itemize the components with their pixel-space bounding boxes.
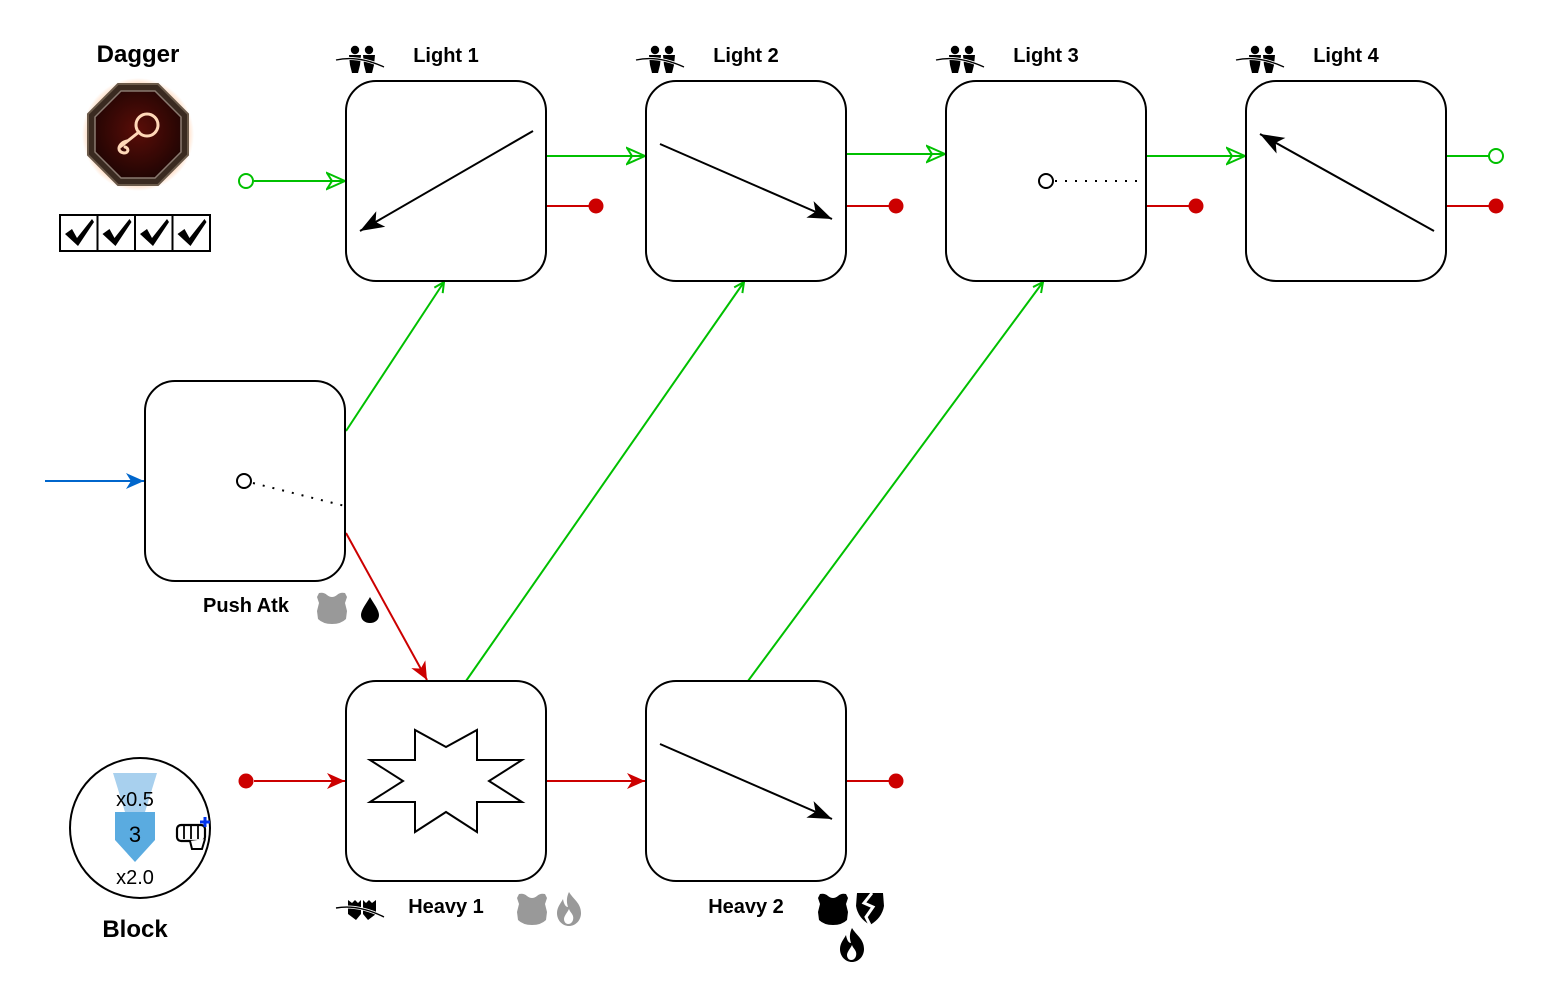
connectors [45,149,1504,789]
red-port [1188,198,1204,214]
block-value: 3 [129,822,141,847]
node-label-push-atk: Push Atk [203,595,290,617]
shield-icon [115,812,155,862]
heavy-start-port [238,773,254,789]
armor-gray-icon [317,592,347,624]
block-label: Block [102,916,168,943]
block-panel: x0.5 3 x2.0 Block [69,757,211,943]
arrow-down-right-icon [659,743,833,820]
light-chain-end-port [1488,148,1504,164]
node-light-3[interactable] [945,80,1147,282]
check-icon [65,219,94,246]
weapon-title: Dagger [97,41,180,68]
node-label-light-3: Light 3 [1013,45,1079,67]
light-attack-icon [1234,44,1286,75]
arrow-down-right-icon [659,143,833,220]
node-label-light-4: Light 4 [1313,45,1379,67]
armor-break-icon [856,892,884,926]
starburst-icon [366,728,526,834]
red-port [888,198,904,214]
bleed-icon [361,597,379,623]
red-port [588,198,604,214]
node-label-light-1: Light 1 [413,45,479,67]
node-light-4[interactable] [1245,80,1447,282]
thrust-dot-icon [1038,173,1054,189]
check-icon [102,219,132,246]
thrust-dot-icon [236,473,252,489]
red-port [1488,198,1504,214]
push-to-light1-edge [345,282,444,432]
dagger-rune-icon [82,78,194,191]
arrow-up-left-icon [1259,133,1435,232]
node-label-heavy-1: Heavy 1 [408,896,484,918]
heavy-attack-icon [334,898,386,922]
node-light-1[interactable] [345,80,547,282]
heavy2-to-light3-edge [747,282,1043,682]
arrow-down-left-icon [359,130,534,232]
light-attack-icon [634,44,686,75]
check-icon [177,219,207,246]
armor-gray-icon [517,893,547,925]
fire-icon [840,928,864,962]
fire-gray-icon [557,892,581,926]
light-attack-icon [934,44,986,75]
node-label-light-2: Light 2 [713,45,779,67]
checkbox-row [59,214,211,252]
node-label-heavy-2: Heavy 2 [708,896,784,918]
push-to-heavy1-edge [345,532,428,681]
node-heavy-2[interactable] [645,680,847,882]
armor-icon [818,893,848,925]
heavy-chain-end-port [888,773,904,789]
heavy1-to-light2-edge [465,282,744,682]
chain-start-port [238,173,254,189]
node-push-atk[interactable] [144,380,346,582]
block-bottom-multiplier: x2.0 [116,867,154,889]
check-icon [140,219,169,246]
weapon-panel: Dagger [59,41,211,252]
block-cone [113,773,157,812]
fist-plus-icon [175,817,210,850]
node-heavy-1[interactable] [345,680,547,882]
node-light-2[interactable] [645,80,847,282]
block-top-multiplier: x0.5 [116,789,154,811]
light-attack-icon [334,44,386,75]
